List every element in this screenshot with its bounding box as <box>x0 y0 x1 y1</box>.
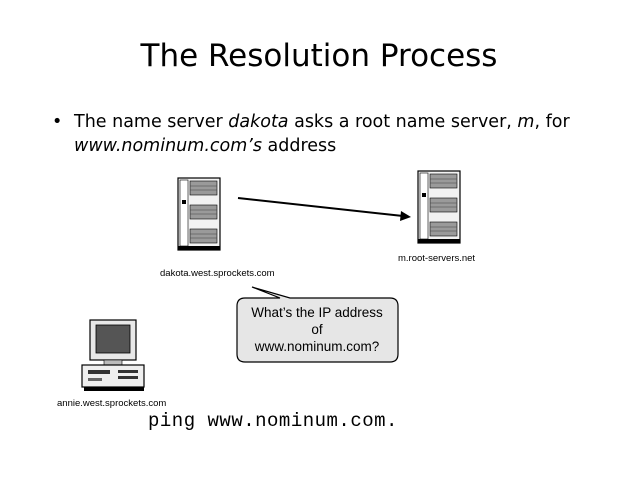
bullet-text: •The name server dakota asks a root name… <box>52 110 570 158</box>
ping-command: ping www.nominum.com. <box>148 410 398 432</box>
bullet-dot: • <box>52 112 63 132</box>
slide-title: The Resolution Process <box>140 38 498 74</box>
query-arrow <box>237 197 411 221</box>
bullet-line-2: www.nominum.com’s address <box>74 136 337 156</box>
server-icon <box>417 170 461 244</box>
bullet-line-1: •The name server dakota asks a root name… <box>52 112 570 132</box>
dakota-label: dakota.west.sprockets.com <box>160 268 275 279</box>
workstation-icon <box>81 319 145 391</box>
bubble-text: What’s the IP address of www.nominum.com… <box>251 305 383 354</box>
speech-bubble <box>236 286 399 363</box>
server-icon <box>177 177 221 251</box>
root-server-label: m.root-servers.net <box>398 253 476 264</box>
annie-label: annie.west.sprockets.com <box>57 398 167 409</box>
